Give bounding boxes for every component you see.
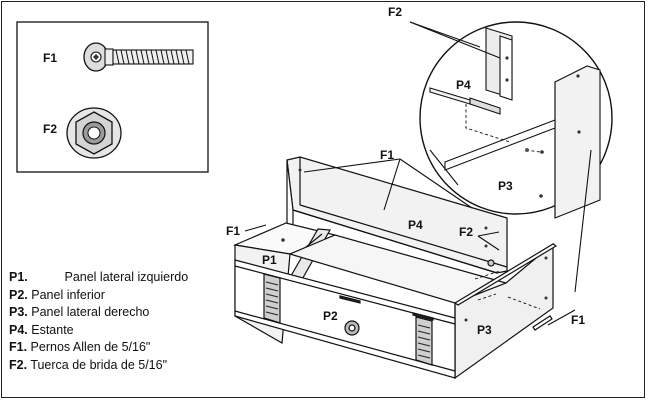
callout-f1-top: F1 bbox=[380, 148, 394, 162]
cabinet-assembly bbox=[232, 156, 558, 380]
legend-text: Estante bbox=[31, 322, 74, 337]
callout-p3-zoom: P3 bbox=[498, 179, 513, 193]
callout-p4-mid: P4 bbox=[408, 218, 423, 232]
bolt-icon bbox=[83, 42, 194, 72]
leader-lines bbox=[244, 21, 592, 326]
legend-code: F1. bbox=[9, 340, 28, 354]
callout-p4-zoom: P4 bbox=[456, 78, 471, 92]
bottom-panel bbox=[234, 259, 456, 379]
callout-f2-mid: F2 bbox=[459, 225, 473, 239]
legend-item: F2. Tuerca de brida de 5/16" bbox=[9, 357, 188, 375]
callout-p2: P2 bbox=[323, 309, 338, 323]
legend-code: P2. bbox=[9, 287, 28, 302]
legend-code: F2. bbox=[9, 357, 28, 372]
legend-item: F1. Pernos Allen de 5/16" bbox=[9, 339, 188, 357]
inset-f1-label: F1 bbox=[43, 51, 57, 65]
hardware-inset: F1 F2 bbox=[16, 21, 209, 173]
callout-p1: P1 bbox=[262, 253, 277, 267]
legend-item: P3. Panel lateral derecho bbox=[9, 304, 188, 322]
legend-text: Panel inferior bbox=[31, 287, 105, 302]
legend-text: Tuerca de brida de 5/16" bbox=[30, 357, 168, 372]
legend-code: P1. bbox=[9, 270, 28, 284]
callout-p3: P3 bbox=[477, 323, 492, 337]
legend-text: Panel lateral derecho bbox=[31, 305, 150, 319]
parts-legend: P1. Panel lateral izquierdo P2. Panel in… bbox=[9, 269, 188, 374]
detail-zoom-circle bbox=[419, 21, 613, 219]
inset-f2-label: F2 bbox=[43, 122, 57, 136]
legend-text: Panel lateral izquierdo bbox=[64, 270, 189, 284]
shelf-nut-icon bbox=[487, 259, 495, 267]
callout-f1-right: F1 bbox=[571, 313, 585, 327]
callout-f2-top: F2 bbox=[388, 5, 402, 19]
side-bolt-icon bbox=[532, 315, 553, 331]
legend-code: P3. bbox=[9, 305, 28, 319]
legend-code: P4. bbox=[9, 322, 28, 337]
legend-item: P2. Panel inferior bbox=[9, 287, 188, 305]
legend-item: P1. Panel lateral izquierdo bbox=[9, 269, 188, 287]
flange-nut-icon bbox=[66, 107, 122, 159]
callout-f1-left: F1 bbox=[226, 224, 240, 238]
legend-text: Pernos Allen de 5/16" bbox=[30, 340, 151, 354]
legend-item: P4. Estante bbox=[9, 322, 188, 340]
